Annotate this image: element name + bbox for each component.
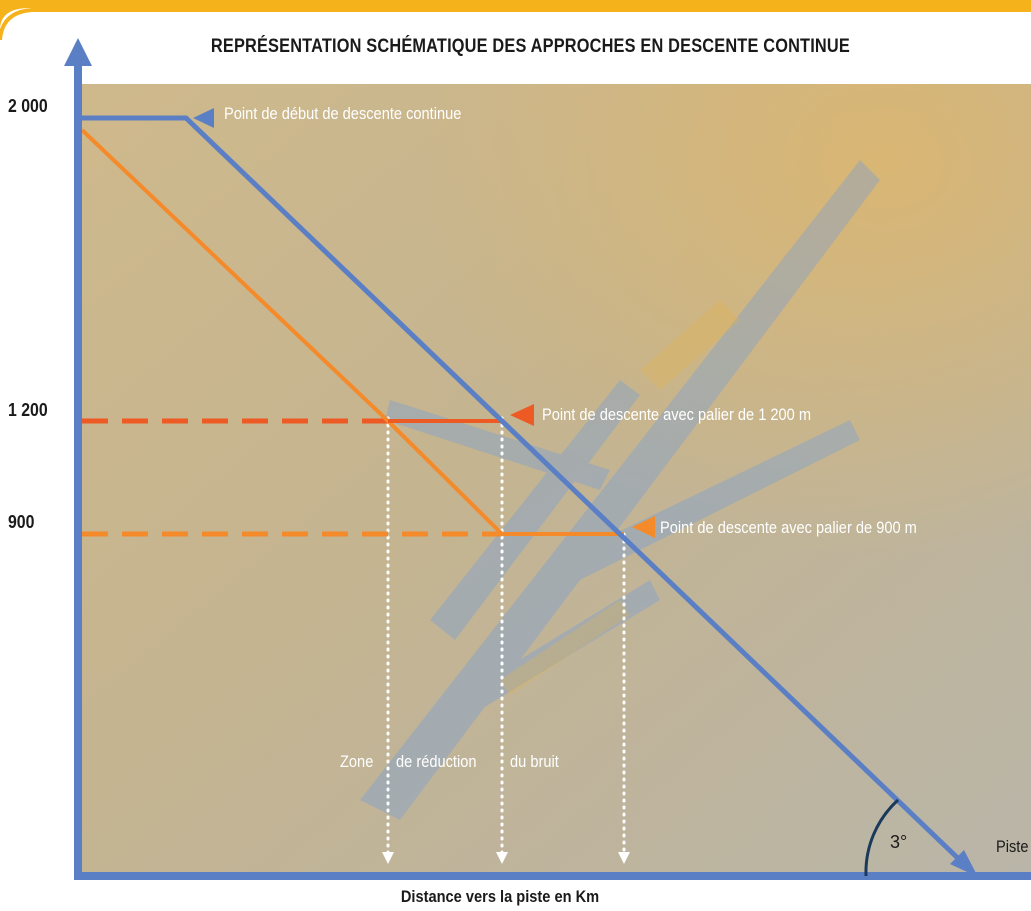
orange-descent-path xyxy=(80,128,624,536)
y-tick-2000: 2 000 xyxy=(8,96,48,116)
level-900-label: Point de descente avec palier de 900 m xyxy=(660,518,917,537)
blue-descent-arrowhead xyxy=(950,850,978,877)
y-tick-900: 900 xyxy=(8,512,35,532)
level-1200-marker xyxy=(510,404,534,426)
projection-lines xyxy=(386,416,626,857)
angle-arc xyxy=(864,798,900,877)
start-point-marker xyxy=(193,108,214,128)
y-axis-arrow xyxy=(64,38,92,66)
noise-zone-label-2: de réduction xyxy=(396,752,477,771)
level-900-marker xyxy=(632,516,655,538)
start-point-label: Point de début de descente continue xyxy=(224,104,462,123)
blue-continuous-descent xyxy=(82,115,967,867)
projection-arrowheads xyxy=(382,852,630,864)
y-tick-1200: 1 200 xyxy=(8,400,48,420)
x-axis-label: Distance vers la piste en Km xyxy=(400,887,600,906)
diagram-title: REPRÉSENTATION SCHÉMATIQUE DES APPROCHES… xyxy=(210,36,850,57)
angle-label: 3° xyxy=(890,832,908,852)
noise-zone-label-1: Zone xyxy=(340,752,374,771)
level-1200-label: Point de descente avec palier de 1 200 m xyxy=(542,405,812,424)
runway-label: Piste xyxy=(996,837,1029,856)
noise-zone-label-3: du bruit xyxy=(510,752,559,771)
